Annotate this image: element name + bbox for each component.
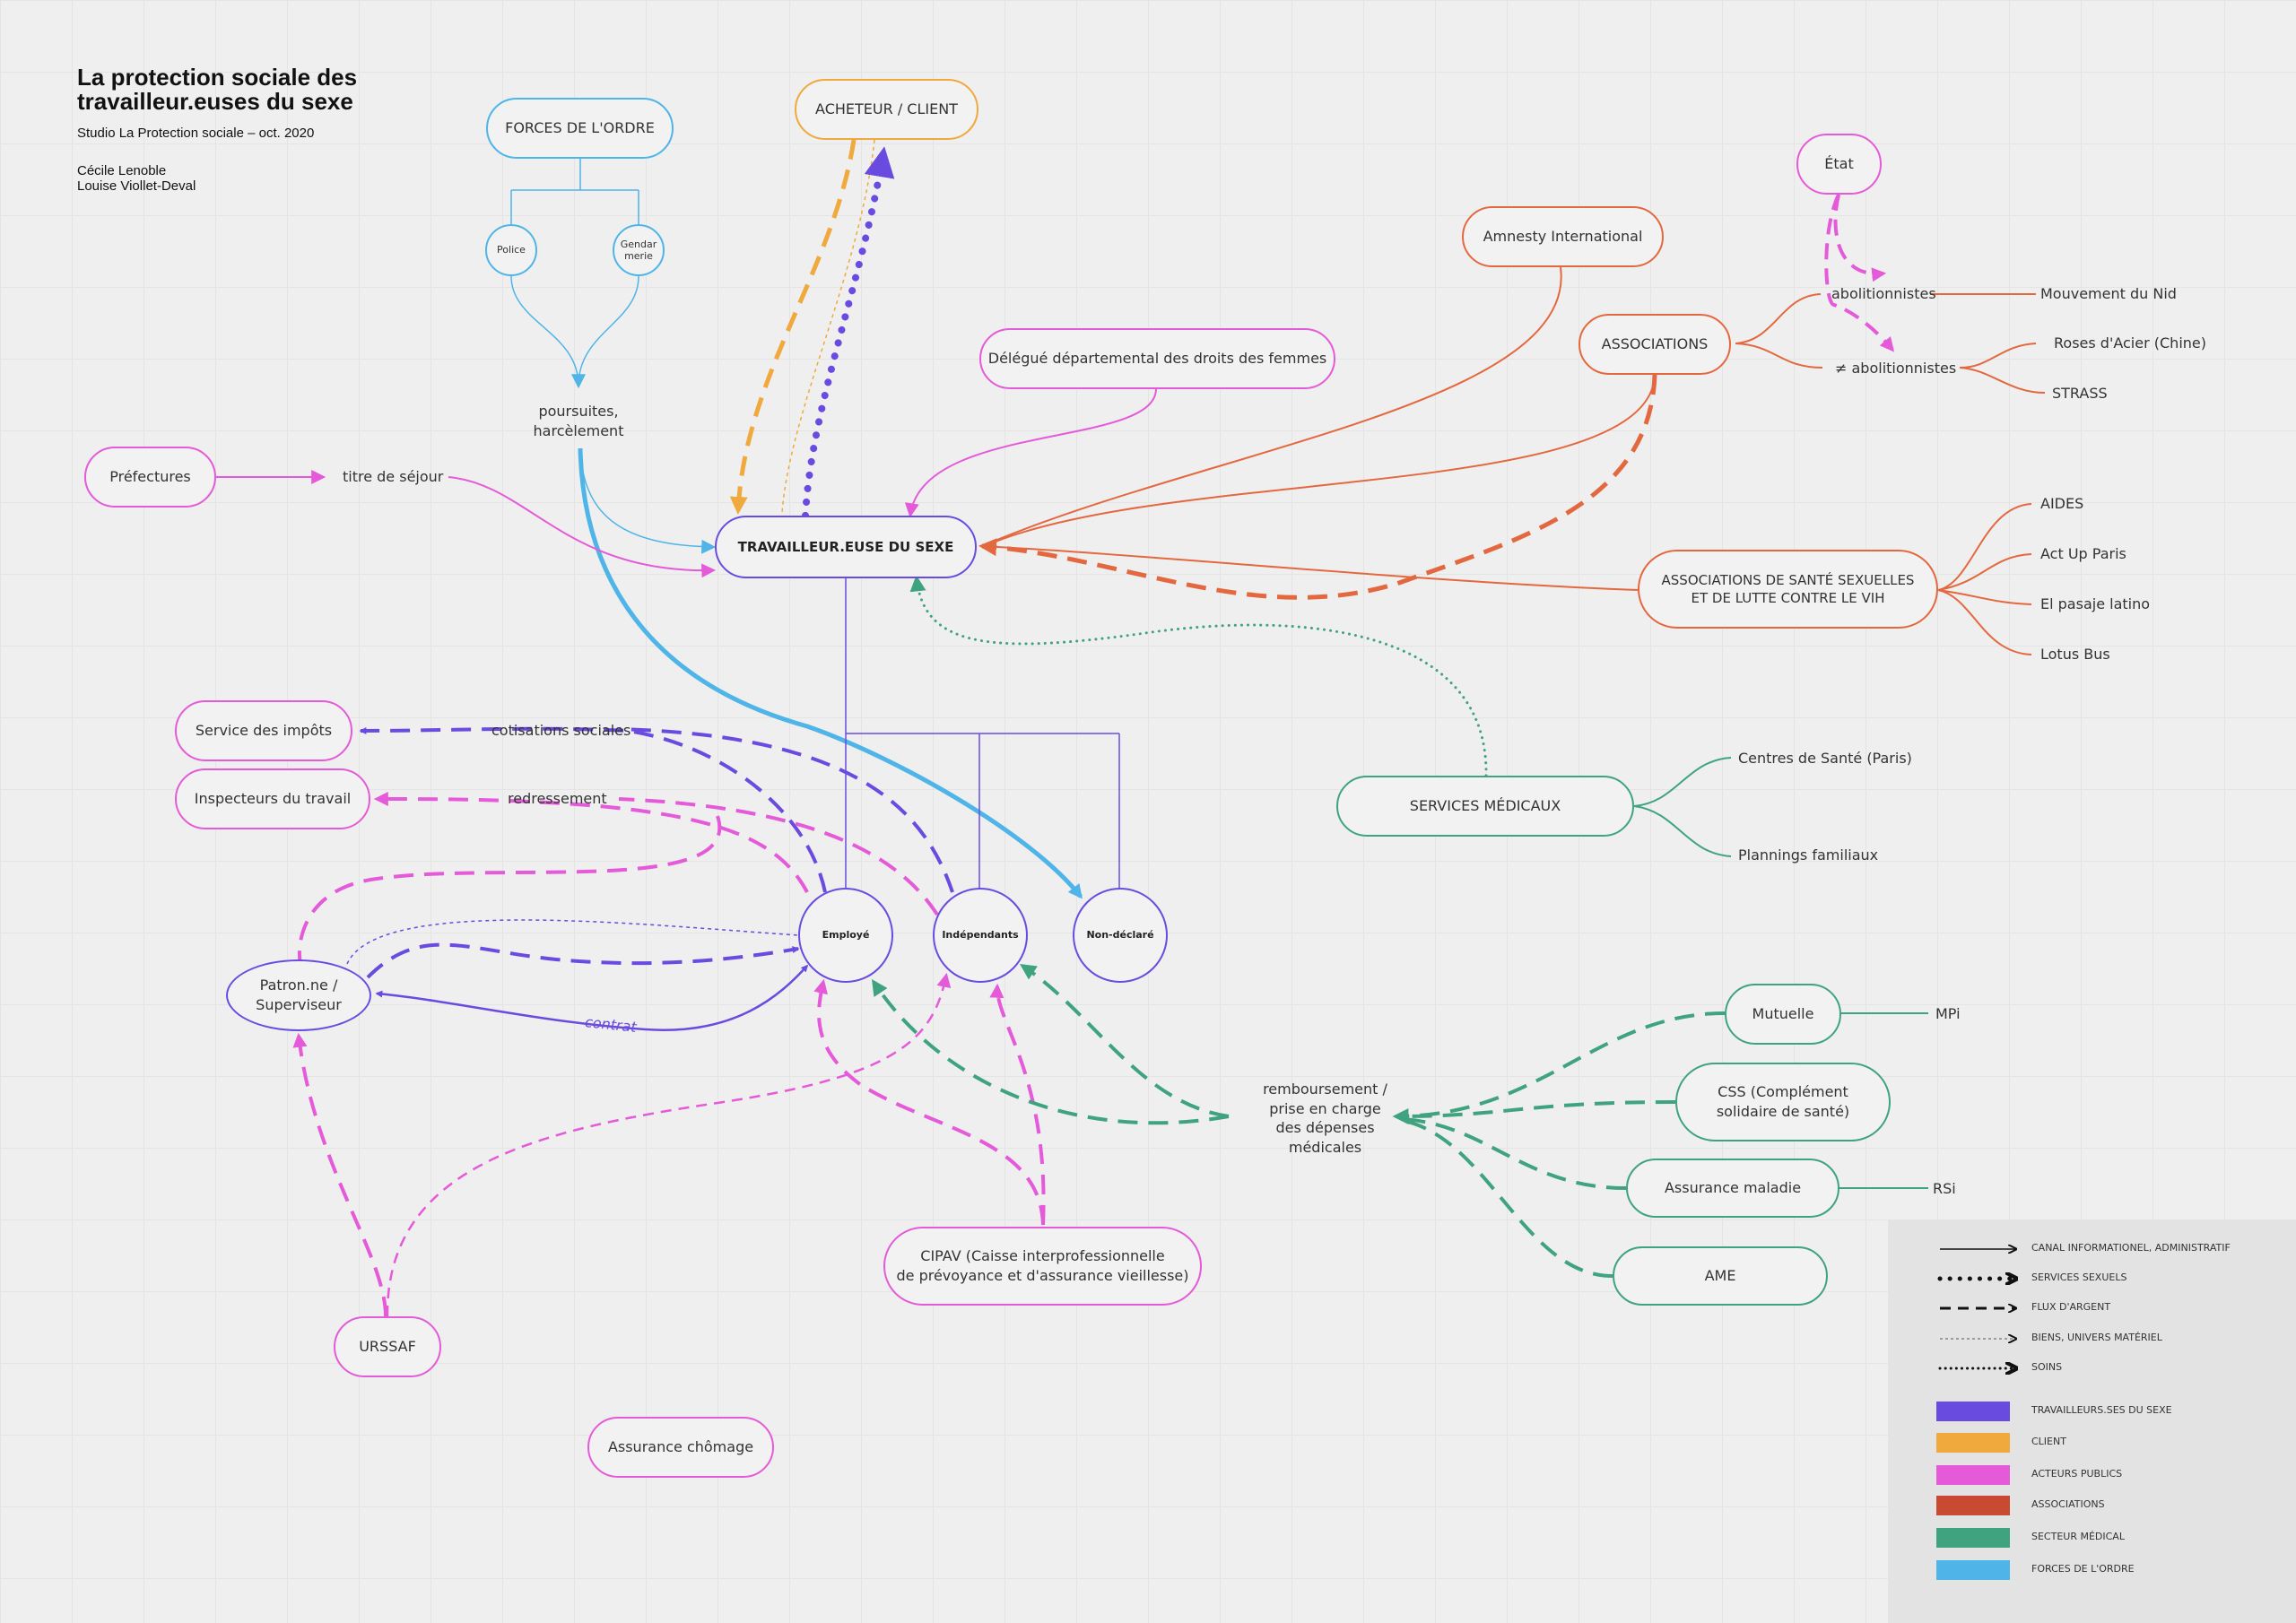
node-police[interactable]: Police [485,224,537,276]
node-assurance-chomage[interactable]: Assurance chômage [587,1417,774,1478]
label-mpi: MPi [1935,1005,1961,1022]
legend-label: BIENS, UNIVERS MATÉRIEL [2031,1332,2162,1343]
node-assurance-maladie[interactable]: Assurance maladie [1626,1159,1839,1218]
legend-label: CLIENT [2031,1436,2066,1447]
legend-label: SECTEUR MÉDICAL [2031,1531,2125,1542]
label-aides: AIDES [2040,495,2084,512]
legend-item: SOINS [1888,1358,2296,1380]
author-name: Louise Viollet-Deval [77,178,196,194]
legend-item: FORCES DE L'ORDRE [1888,1560,2296,1582]
legend-swatch [1936,1496,2010,1515]
label-el-pasaje-latino: El pasaje latino [2040,595,2151,612]
legend-label: CANAL INFORMATIONEL, ADMINISTRATIF [2031,1242,2231,1254]
node-inspecteurs-du-travail[interactable]: Inspecteurs du travail [175,768,370,829]
label-remboursement: remboursement / prise en charge des dépe… [1263,1081,1387,1156]
label-centres-de-sante: Centres de Santé (Paris) [1738,750,1912,767]
node-etat[interactable]: État [1796,134,1882,195]
label-non-abolitionnistes: ≠ abolitionnistes [1835,360,1957,377]
legend-swatch [1936,1402,2010,1421]
legend-label: FLUX D'ARGENT [2031,1301,2111,1313]
legend-swatch [1936,1528,2010,1548]
legend: CANAL INFORMATIONEL, ADMINISTRATIF SERVI… [1888,1219,2296,1623]
legend-item: ACTEURS PUBLICS [1888,1465,2296,1487]
legend-item: CANAL INFORMATIONEL, ADMINISTRATIF [1888,1239,2296,1261]
page-subtitle: Studio La Protection sociale – oct. 2020 [77,126,315,141]
node-service-des-impots[interactable]: Service des impôts [175,700,352,761]
label-strass: STRASS [2052,385,2108,402]
node-non-declare[interactable]: Non-déclaré [1073,888,1168,983]
node-urssaf[interactable]: URSSAF [334,1316,441,1377]
node-patron-superviseur[interactable]: Patron.ne / Superviseur [226,959,371,1031]
label-redressement: redressement [508,790,607,807]
node-css[interactable]: CSS (Complément solidaire de santé) [1675,1063,1891,1141]
legend-swatch [1936,1560,2010,1580]
page-title: La protection sociale des travailleur.eu… [77,64,358,115]
node-acheteur-client[interactable]: ACHETEUR / CLIENT [795,79,978,140]
legend-item: ASSOCIATIONS [1888,1496,2296,1517]
node-cipav[interactable]: CIPAV (Caisse interprofessionnelle de pr… [883,1227,1202,1306]
label-act-up-paris: Act Up Paris [2040,545,2126,562]
legend-item: SECTEUR MÉDICAL [1888,1528,2296,1549]
node-associations-sante-sexuelle[interactable]: ASSOCIATIONS DE SANTÉ SEXUELLES ET DE LU… [1638,550,1938,629]
label-titre-de-sejour: titre de séjour [343,468,444,485]
author-name: Cécile Lenoble [77,163,167,178]
node-associations[interactable]: ASSOCIATIONS [1578,314,1731,375]
legend-item: FLUX D'ARGENT [1888,1298,2296,1320]
node-travailleur-euse-du-sexe[interactable]: TRAVAILLEUR.EUSE DU SEXE [715,516,977,578]
legend-label: SOINS [2031,1361,2063,1373]
node-gendarmerie[interactable]: Gendar merie [613,224,665,276]
node-delegue-droits-femmes[interactable]: Délégué départemental des droits des fem… [979,328,1335,389]
label-lotus-bus: Lotus Bus [2040,646,2110,663]
node-employe[interactable]: Employé [798,888,893,983]
node-ame[interactable]: AME [1613,1246,1828,1306]
legend-item: TRAVAILLEURS.SES DU SEXE [1888,1402,2296,1423]
author-list: Cécile Lenoble Louise Viollet-Deval [77,163,196,194]
label-rsi: RSi [1933,1180,1956,1197]
label-plannings-familiaux: Plannings familiaux [1738,846,1879,864]
node-services-medicaux[interactable]: SERVICES MÉDICAUX [1336,776,1634,837]
legend-swatch [1936,1433,2010,1453]
legend-label: TRAVAILLEURS.SES DU SEXE [2031,1404,2172,1416]
legend-label: ASSOCIATIONS [2031,1498,2105,1510]
legend-label: FORCES DE L'ORDRE [2031,1563,2135,1575]
label-poursuites: poursuites, harcèlement [533,403,624,439]
node-prefectures[interactable]: Préfectures [84,447,216,508]
label-abolitionnistes: abolitionnistes [1831,285,1936,302]
legend-item: CLIENT [1888,1433,2296,1454]
label-mouvement-du-nid: Mouvement du Nid [2040,285,2177,302]
legend-item: BIENS, UNIVERS MATÉRIEL [1888,1329,2296,1350]
label-roses-d-acier: Roses d'Acier (Chine) [2054,334,2206,352]
node-amnesty-international[interactable]: Amnesty International [1462,206,1664,267]
legend-label: ACTEURS PUBLICS [2031,1468,2123,1480]
legend-line-samples [1937,1219,2031,1435]
node-independants[interactable]: Indépendants [933,888,1028,983]
legend-swatch [1936,1465,2010,1485]
legend-item: SERVICES SEXUELS [1888,1269,2296,1290]
legend-label: SERVICES SEXUELS [2031,1271,2127,1283]
node-forces-de-l-ordre[interactable]: FORCES DE L'ORDRE [486,98,674,159]
node-mutuelle[interactable]: Mutuelle [1725,984,1841,1045]
label-cotisations-sociales: cotisations sociales [491,722,631,739]
